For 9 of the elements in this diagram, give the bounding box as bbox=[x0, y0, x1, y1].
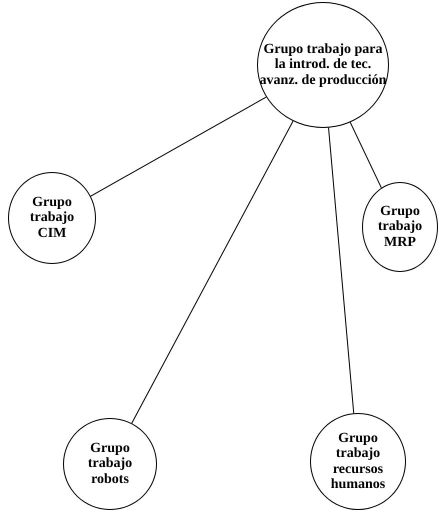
connector-line bbox=[328, 127, 354, 414]
group-label: Grupo trabajo MRP bbox=[376, 204, 424, 250]
connector-line bbox=[131, 120, 294, 424]
group-label: Grupo trabajo para la introd. de tec. avanz. de producción bbox=[259, 42, 387, 88]
connector-line bbox=[350, 122, 382, 188]
connector-line bbox=[90, 96, 267, 197]
group-label: Grupo trabajo CIM bbox=[28, 194, 76, 242]
group-label: Grupo trabajo robots bbox=[86, 440, 134, 488]
group-label: Grupo trabajo recursos humanos bbox=[330, 430, 386, 492]
